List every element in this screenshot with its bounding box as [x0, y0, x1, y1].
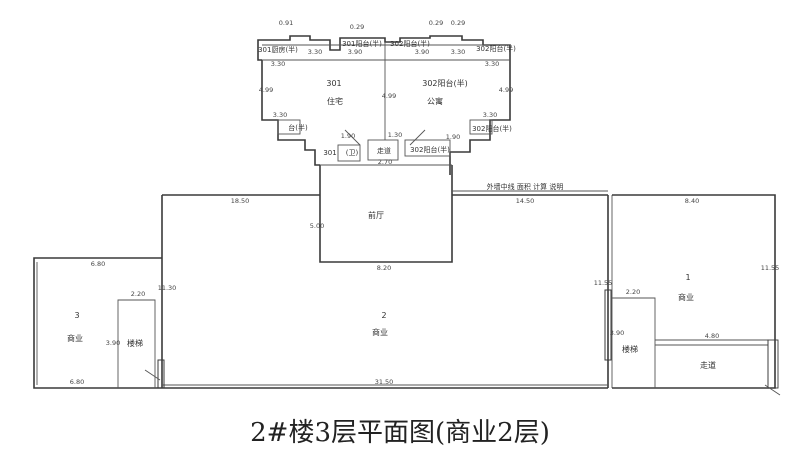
label-302-top: 302阳台(半) [476, 44, 516, 53]
label-302: 302阳台(半) [422, 78, 468, 88]
dim-b1: 3.30 [273, 111, 287, 119]
label-main-no: 2 [381, 311, 386, 320]
dim-core-w: 8.20 [377, 264, 391, 272]
apartment-block [257, 35, 511, 263]
label-left-no: 3 [74, 311, 79, 320]
dim-top-d: 0.29 [451, 19, 465, 27]
label-right-stair: 楼梯 [622, 344, 638, 354]
label-left-use: 商业 [67, 333, 83, 343]
dim-v3: 4.99 [499, 86, 513, 94]
drawing-title: 2#楼3层平面图(商业2层) [250, 418, 550, 448]
dim-left-w: 6.80 [91, 260, 105, 268]
dim-main-top-l: 18.50 [231, 197, 250, 205]
dim-right-stair-h: 3.90 [610, 329, 624, 337]
label-302-use: 公寓 [427, 96, 443, 106]
main-commercial-area [157, 190, 613, 389]
dim-c2: 1.30 [388, 131, 402, 139]
dim-v1: 4.99 [259, 86, 273, 94]
dim-s1: 3.30 [271, 60, 285, 68]
dim-s2: 3.30 [485, 60, 499, 68]
dim-main-h: 11.55 [594, 279, 613, 287]
dim-t3: 3.90 [415, 48, 429, 56]
dim-v2: 4.99 [382, 92, 396, 100]
label-301-small: 301 [323, 149, 336, 157]
right-commercial-wing [612, 194, 781, 396]
dim-t1: 3.30 [308, 48, 322, 56]
label-left-stair: 楼梯 [127, 338, 143, 348]
dimension-labels: 0.91 0.29 0.29 0.29 3.30 3.90 3.90 3.30 … [70, 19, 780, 386]
dim-c1: 1.90 [341, 132, 355, 140]
dim-left-stair-w: 2.20 [131, 290, 145, 298]
label-301-use: 住宅 [327, 96, 343, 106]
dim-right-cor-w: 4.80 [705, 332, 719, 340]
area-note: 外墙中线 面积 计算 说明 [487, 182, 564, 191]
floor-plan: 301 住宅 302阳台(半) 公寓 301厨房(半) 301阳台(半) 302… [33, 19, 781, 396]
label-core: 前厅 [368, 210, 384, 220]
label-302-tai: 302阳台(半) [472, 124, 512, 133]
dim-t2: 3.90 [348, 48, 362, 56]
dim-right-top: 8.40 [685, 197, 699, 205]
dim-core-h: 5.00 [310, 222, 324, 230]
label-walkway-top: 走道 [377, 146, 391, 155]
dim-right-stair-w: 2.20 [626, 288, 640, 296]
label-right-use: 商业 [678, 292, 694, 302]
left-commercial-wing [33, 257, 162, 389]
dim-c4: 1.90 [446, 133, 460, 141]
dim-left-h: 11.30 [158, 284, 177, 292]
dim-right-h: 11.55 [761, 264, 780, 272]
dim-top-a: 0.91 [279, 19, 293, 27]
label-302-balcony: 302阳台(半) [390, 39, 430, 48]
dim-b2: 3.30 [483, 111, 497, 119]
dim-t4: 3.30 [451, 48, 465, 56]
label-302-side: 302阳台(半) [410, 145, 450, 154]
dim-left-stair-h: 3.90 [106, 339, 120, 347]
label-right-corridor: 走道 [700, 360, 716, 370]
label-301-balcony: 301阳台(半) [342, 39, 382, 48]
label-wei: (卫) [346, 149, 359, 157]
label-right-no: 1 [685, 273, 690, 282]
dim-top-c: 0.29 [429, 19, 443, 27]
dim-c3: 2.70 [378, 158, 392, 166]
dim-main-top-r: 14.50 [516, 197, 535, 205]
label-main-use: 商业 [372, 327, 388, 337]
dim-main-bot: 31.50 [375, 378, 394, 386]
label-301-kitchen: 301厨房(半) [258, 45, 298, 54]
label-301-tai: 台(半) [288, 123, 308, 132]
dim-left-bot: 6.80 [70, 378, 84, 386]
dim-top-b: 0.29 [350, 23, 364, 31]
label-301: 301 [326, 79, 341, 88]
